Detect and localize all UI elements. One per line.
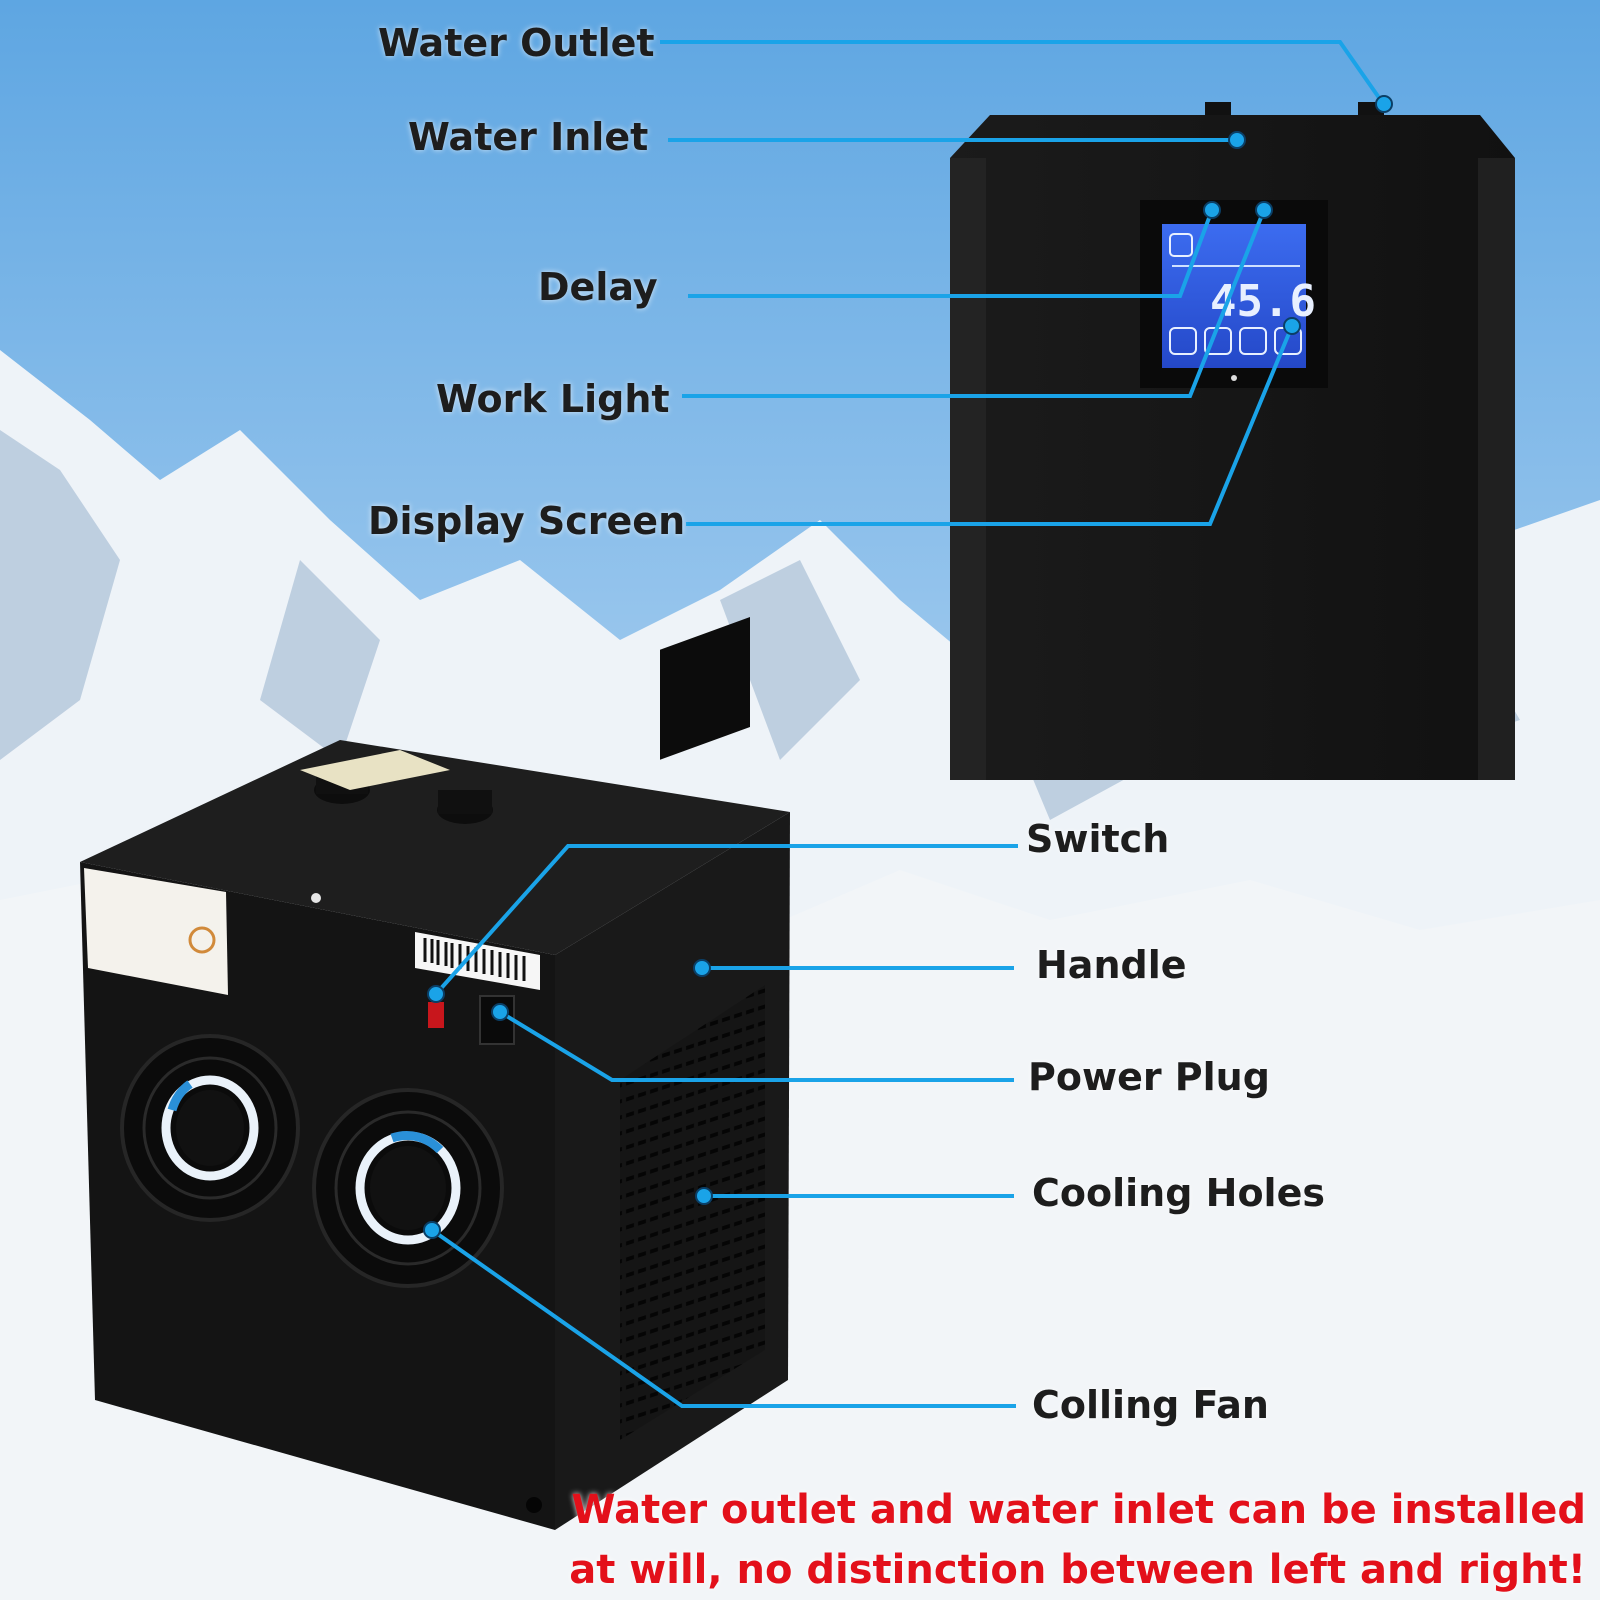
label-handle: Handle	[1036, 943, 1187, 987]
rear-port-right-body	[438, 790, 492, 814]
dot-water-inlet	[1228, 131, 1246, 149]
fan-icon	[312, 1088, 504, 1288]
label-display-screen: Display Screen	[368, 499, 686, 543]
front-unit-body	[950, 115, 1515, 780]
rear-unit-top	[80, 740, 790, 955]
label-water-outlet: Water Outlet	[378, 21, 655, 65]
fan-right-accent	[390, 1130, 444, 1154]
fan-left-hub	[176, 1090, 244, 1166]
nameplate-logo	[188, 926, 216, 954]
fan-right-hub	[370, 1146, 446, 1230]
display-button-1	[1169, 327, 1197, 355]
label-colling-fan: Colling Fan	[1032, 1383, 1269, 1427]
callout-work-light	[682, 209, 1266, 398]
callout-colling-fan	[430, 1228, 1016, 1408]
handle-recess	[660, 617, 750, 760]
fan-left-accent	[167, 1080, 193, 1112]
callout-dots	[423, 95, 1393, 1239]
dot-display-screen	[1283, 317, 1301, 335]
fan-left-ring-inner	[161, 1075, 259, 1181]
foot-screw	[526, 1497, 542, 1513]
callout-water-outlet	[660, 40, 1384, 104]
callout-power-plug	[498, 1010, 1014, 1082]
label-delay: Delay	[538, 265, 658, 309]
front-unit-edge-left	[950, 158, 986, 780]
label-work-light: Work Light	[436, 377, 670, 421]
install-note-line-1: Water outlet and water inlet can be inst…	[571, 1487, 1586, 1533]
dot-water-outlet	[1375, 95, 1393, 113]
display-icon-1	[1169, 233, 1193, 257]
install-note-line-2: at will, no distinction between left and…	[569, 1547, 1586, 1593]
label-switch: Switch	[1026, 817, 1170, 861]
callout-switch	[434, 844, 1018, 996]
dot-work-light	[1255, 201, 1273, 219]
display-button-3	[1239, 327, 1267, 355]
display-screen	[1162, 224, 1306, 368]
nameplate-label	[84, 868, 228, 995]
callout-display-screen	[686, 325, 1294, 526]
chiller-rear-view	[80, 617, 790, 1530]
dot-handle	[693, 959, 711, 977]
callout-lines	[430, 40, 1384, 1408]
label-water-inlet: Water Inlet	[408, 115, 649, 159]
display-indicator-dot	[1231, 375, 1237, 381]
fan-left-ring-outer	[142, 1056, 278, 1200]
power-switch	[428, 1002, 444, 1028]
screw-hole	[311, 893, 321, 903]
dot-delay	[1203, 201, 1221, 219]
dot-colling-fan	[423, 1221, 441, 1239]
label-cooling-holes: Cooling Holes	[1032, 1171, 1325, 1215]
fan-icon	[120, 1034, 300, 1222]
chiller-front-view: 45.6	[950, 102, 1515, 780]
dot-cooling-holes	[695, 1187, 713, 1205]
warning-sticker	[300, 750, 450, 790]
dot-switch	[427, 985, 445, 1003]
fan-right-ring-outer	[334, 1110, 482, 1266]
front-unit-edge-right	[1478, 158, 1515, 780]
callout-delay	[688, 209, 1214, 298]
cooling-vents	[620, 985, 765, 1440]
dot-power-plug	[491, 1003, 509, 1021]
label-power-plug: Power Plug	[1028, 1055, 1270, 1099]
